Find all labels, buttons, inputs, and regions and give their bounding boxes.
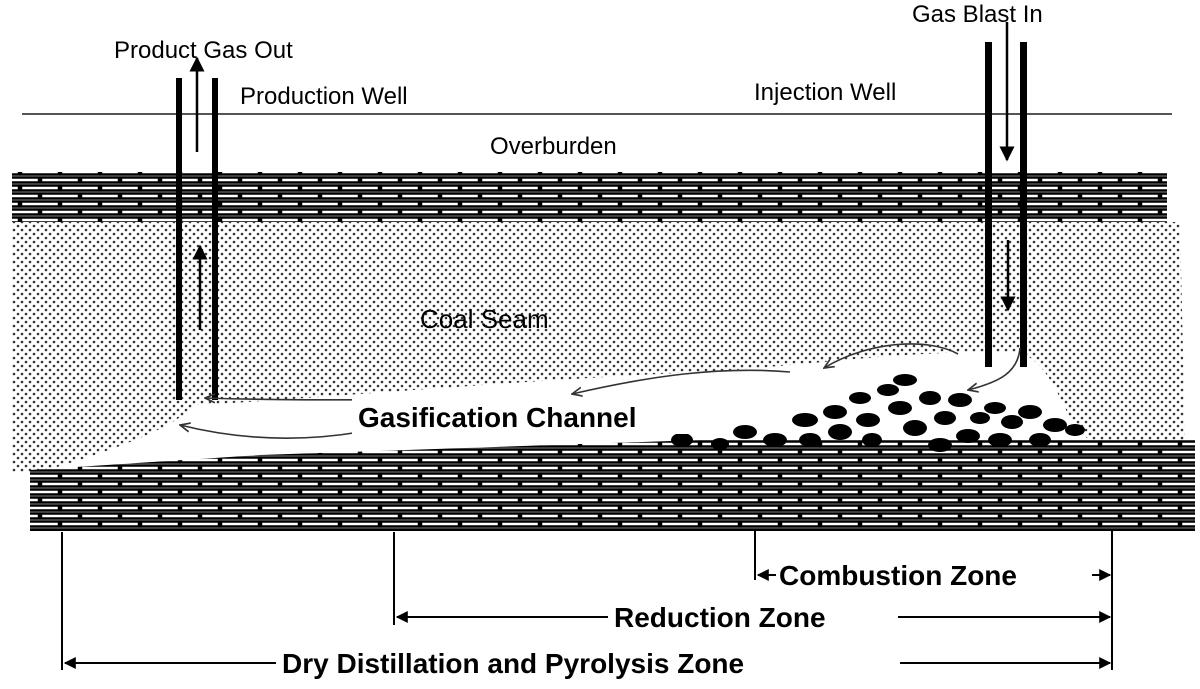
combustion-zone-label: Combustion Zone (779, 560, 1017, 591)
dry-distillation-label-bg (276, 646, 900, 680)
overburden-label: Overburden (490, 133, 617, 160)
product-gas-out-label: Product Gas Out (114, 37, 293, 64)
reduction-label-bg (608, 600, 898, 634)
injection-well (985, 42, 1027, 367)
reduction-zone-label: Reduction Zone (614, 602, 826, 633)
production-well (176, 78, 218, 400)
combustion-rubble (671, 374, 1085, 452)
floor-brick-layer (30, 440, 1195, 530)
gasification-channel-label: Gasification Channel (358, 402, 637, 433)
overburden-brick-layer (12, 172, 1167, 222)
zone-markers (61, 530, 1113, 670)
injection-well-label: Injection Well (754, 79, 896, 106)
gasification-label-bg (352, 398, 732, 434)
gas-blast-in-label: Gas Blast In (912, 1, 1043, 28)
coal-seam-label: Coal Seam (420, 304, 549, 334)
dry-distillation-zone-label: Dry Distillation and Pyrolysis Zone (282, 648, 744, 679)
production-well-label: Production Well (240, 83, 408, 110)
combustion-label-bg (776, 558, 1092, 592)
